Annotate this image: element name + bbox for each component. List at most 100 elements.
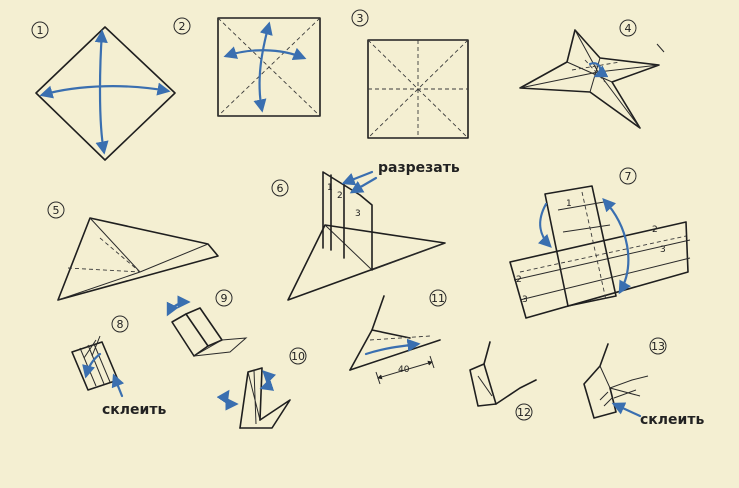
step-number-circle <box>649 337 667 355</box>
dimension-value: 40 <box>398 365 410 375</box>
step-number-circle <box>111 315 129 333</box>
fold-arrow <box>216 389 239 411</box>
fold-arrow <box>166 295 191 317</box>
inner-edge <box>477 375 493 397</box>
step-number: 4 <box>625 22 632 35</box>
step-9: 9 <box>166 289 248 357</box>
dimension-ticks <box>375 355 435 385</box>
square-sheet <box>35 26 176 161</box>
crease-lines <box>67 237 141 273</box>
fold-arrow-vertical <box>94 29 109 155</box>
strip-number: 2 <box>516 275 522 285</box>
strip-number: 2 <box>652 225 658 235</box>
upright-panel <box>239 367 263 429</box>
fold-arrow-horizontal <box>39 82 171 99</box>
step-6: 6 1 2 3 разрезать <box>271 160 460 301</box>
fold-arrow <box>259 370 277 391</box>
dimension-line <box>377 360 433 380</box>
step-number: 7 <box>625 170 632 183</box>
strip-number: 3 <box>660 245 666 255</box>
step-number-circle <box>215 289 233 307</box>
folded-strip <box>171 313 209 357</box>
step-number-circle <box>271 179 289 197</box>
step-number-circle <box>47 201 65 219</box>
frame-edge <box>349 295 385 371</box>
square-sheet <box>217 17 321 117</box>
fold-edges <box>57 217 209 301</box>
step-number: 13 <box>651 340 665 353</box>
step-2: 2 <box>173 17 321 117</box>
step-number: 10 <box>291 350 305 363</box>
fold-arrow-vertical <box>253 21 273 113</box>
step-number: 5 <box>53 204 60 217</box>
fold-arrow-horizontal <box>223 46 307 61</box>
step-number-circle <box>619 19 637 37</box>
glue-marks <box>599 391 613 407</box>
base-piece <box>239 399 291 429</box>
step-number-circle <box>429 289 447 307</box>
triangle-base <box>287 224 446 301</box>
strip-number: 1 <box>327 183 333 193</box>
step-10: 10 <box>216 347 307 429</box>
star-fold <box>519 29 660 129</box>
step-1: 1 <box>31 21 176 161</box>
step-3: 3 <box>351 9 469 139</box>
step-7: 7 1 2 3 2 3 <box>509 167 691 319</box>
fold-arrow-left <box>537 202 552 248</box>
frame-lines <box>349 329 441 371</box>
vertical-strip <box>544 185 617 307</box>
glue-label: склеить <box>102 402 166 418</box>
strip-back <box>185 307 223 347</box>
strip-number: 3 <box>355 209 361 219</box>
fold-arrow <box>82 352 102 379</box>
strip-lines <box>599 365 649 399</box>
base-piece <box>193 337 248 357</box>
step-number-circle <box>173 17 191 35</box>
crease-line <box>369 335 431 341</box>
step-number-circle <box>619 167 637 185</box>
step-number: 3 <box>357 12 364 25</box>
step-11: 11 40 <box>349 289 447 385</box>
fold-arrow-right <box>602 198 631 295</box>
glue-arrow <box>111 373 125 398</box>
extension-lines <box>483 341 537 405</box>
step-4: 4 <box>519 19 665 129</box>
step-number: 6 <box>277 182 284 195</box>
cut-arrow <box>341 170 374 186</box>
glue-label: склеить <box>640 412 704 428</box>
fold-edges <box>519 29 660 129</box>
cut-arrow <box>349 176 378 194</box>
folded-piece <box>469 363 497 407</box>
mark <box>656 43 665 53</box>
step-number-circle <box>289 347 307 365</box>
triangle-fold <box>57 217 219 301</box>
panel-lines <box>247 369 261 425</box>
strips-panel <box>322 171 373 271</box>
step-number: 12 <box>517 406 531 419</box>
step-12: 12 <box>469 341 537 421</box>
fold-arrow <box>364 338 421 356</box>
crease-lines <box>367 39 469 139</box>
strip-number: 1 <box>566 199 572 209</box>
step-number: 8 <box>117 318 124 331</box>
step-number-circle <box>31 21 49 39</box>
step-8: 8 склеить <box>71 315 166 418</box>
strip-number: 3 <box>522 295 528 305</box>
strip-number: 2 <box>337 191 343 201</box>
step-number-circle <box>515 403 533 421</box>
step-13: 13 склеить <box>583 337 704 428</box>
step-number-circle <box>351 9 369 27</box>
step-number: 9 <box>221 292 228 305</box>
glue-arrow <box>611 402 642 418</box>
step-number: 2 <box>179 20 186 33</box>
diagonal-creases <box>217 17 321 117</box>
step-number: 11 <box>431 292 445 305</box>
step-5: 5 <box>47 201 219 301</box>
flap <box>83 335 101 359</box>
fold-arrow <box>588 62 609 78</box>
fold-edge <box>324 224 446 271</box>
step-number: 1 <box>37 24 44 37</box>
cut-label: разрезать <box>378 160 460 176</box>
assembled-piece <box>583 343 617 419</box>
